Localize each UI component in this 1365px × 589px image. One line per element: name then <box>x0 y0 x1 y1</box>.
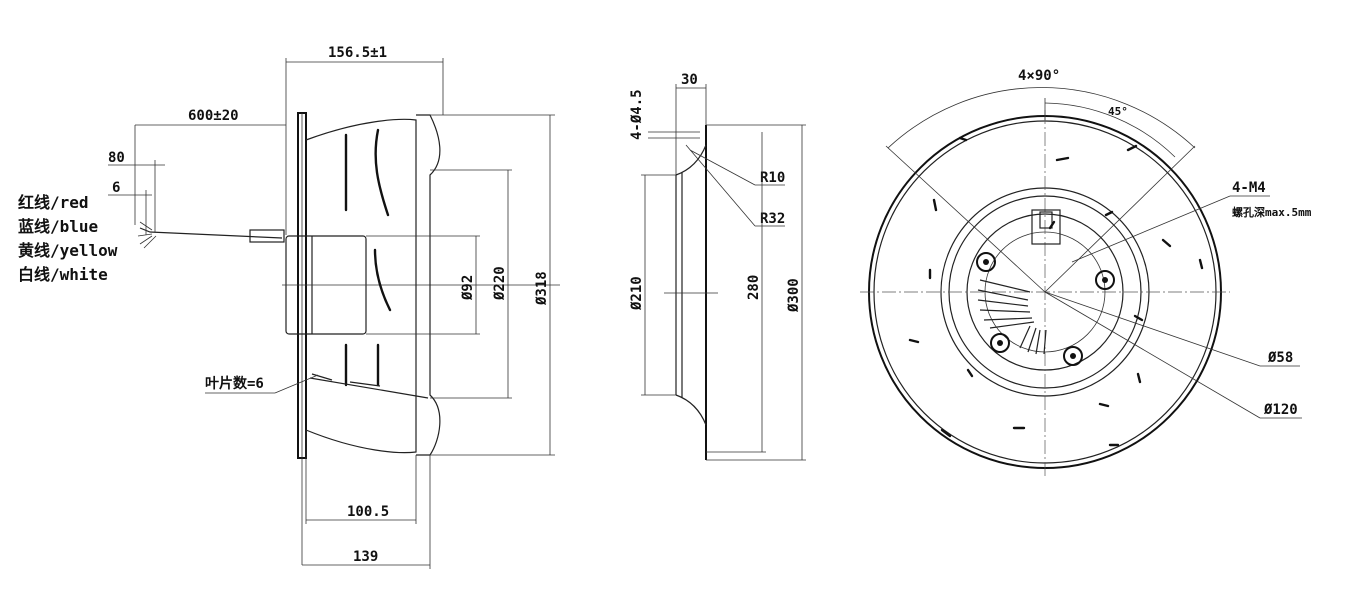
dia-210-label: Ø210 <box>629 276 645 311</box>
mounting-hole-4-center <box>1070 353 1076 359</box>
angle-spacing-label: 4×90° <box>1018 68 1060 84</box>
blade-edge <box>309 377 429 399</box>
blade-slot-17 <box>1048 220 1056 230</box>
blade-count-leader <box>274 374 319 394</box>
strip-6-label: 6 <box>112 180 120 196</box>
ring-view: 30 4-Ø4.5 R10 R32 Ø210 280 Ø300 <box>629 72 806 461</box>
angle-arc-90 <box>887 87 1196 149</box>
connector-box <box>1031 209 1061 245</box>
wire-label-red: 红线/red <box>18 193 89 212</box>
angle-arc-45 <box>1044 102 1176 158</box>
length-139-label: 139 <box>353 549 378 565</box>
mounting-hole-2-center <box>1102 277 1108 283</box>
cable-length-label: 600±20 <box>188 108 239 124</box>
dia-92-label: Ø92 <box>460 275 476 301</box>
thread-label: 4-M4 <box>1232 180 1266 196</box>
blade-slots <box>908 136 1204 447</box>
side-view: 600±20 80 6 156.5±1 叶片数=6 <box>108 45 560 569</box>
wire-legend: 红线/red 蓝线/blue 黄线/yellow 白线/white <box>18 193 118 284</box>
mounting-holes <box>976 252 1115 366</box>
blade-slot-13 <box>966 368 974 378</box>
angle-offset-label: 45° <box>1108 105 1128 118</box>
motor-diameter-label: Ø58 <box>1267 350 1293 366</box>
ring-profile-bottom <box>675 394 707 426</box>
thread-depth-label: 螺孔深max.5mm <box>1232 205 1312 219</box>
dia-318-label: Ø318 <box>534 271 550 306</box>
width-100-label: 100.5 <box>347 504 389 520</box>
blade-slot-1 <box>958 136 968 142</box>
connector-plug <box>1039 211 1053 229</box>
mounting-hole-3-center <box>997 340 1003 346</box>
mounting-hole-3 <box>990 333 1010 353</box>
r10-leader <box>689 149 756 186</box>
blade-slot-8 <box>1136 372 1142 384</box>
cable-gland <box>249 229 285 243</box>
blade-slot-2 <box>1055 156 1070 162</box>
cable <box>139 227 283 239</box>
mounting-hole-1-center <box>983 259 989 265</box>
blade-slot-12 <box>940 428 952 438</box>
r32-label: R32 <box>760 211 785 227</box>
cable-wire-ends <box>137 221 157 249</box>
dia-300-label: Ø300 <box>786 278 802 313</box>
wire-label-yellow: 黄线/yellow <box>18 241 118 260</box>
ring-holes-label: 4-Ø4.5 <box>629 89 645 140</box>
impeller-shroud <box>305 118 417 454</box>
wire-label-white: 白线/white <box>18 265 108 284</box>
hub-diameter-label: Ø120 <box>1263 402 1298 418</box>
blade-slot-4 <box>1104 210 1114 217</box>
motor-diameter-leader <box>1044 291 1261 367</box>
mounting-hole-4 <box>1063 346 1083 366</box>
blade-slot-6 <box>1198 258 1204 270</box>
mounting-hole-2 <box>1095 270 1115 290</box>
wire-label-blue: 蓝线/blue <box>18 217 98 236</box>
strip-80-label: 80 <box>108 150 125 166</box>
blade-2 <box>374 128 390 217</box>
motor-fins-left <box>977 279 1035 329</box>
blade-slot-3 <box>1126 144 1138 152</box>
r10-label: R10 <box>760 170 785 186</box>
blade-slot-9 <box>1098 402 1110 408</box>
front-view: 4×90° 45° <box>860 68 1312 478</box>
impeller-inlet-ring <box>416 114 441 456</box>
blade-count-label: 叶片数=6 <box>205 375 264 392</box>
blade-slot-14 <box>908 338 920 344</box>
angle-arc-90-ray-left <box>885 145 1046 293</box>
dia-220-label: Ø220 <box>492 266 508 301</box>
blade-rib <box>311 373 381 387</box>
angle-arc-90-ray-right <box>1044 145 1196 293</box>
ring-profile-top <box>675 144 707 176</box>
thread-leader <box>1071 195 1231 263</box>
blade-slot-16 <box>932 198 938 212</box>
ring-depth-label: 30 <box>681 72 698 88</box>
blade-slot-5 <box>1161 238 1172 248</box>
blade-slot-7 <box>1133 314 1144 322</box>
mounting-hole-1 <box>976 252 996 272</box>
overall-depth-label: 156.5±1 <box>328 45 387 61</box>
r32-leader <box>685 144 756 227</box>
blade-3 <box>373 248 392 312</box>
hub-diameter-leader <box>1044 291 1261 419</box>
hole-circle-label: 280 <box>746 275 762 300</box>
motor-fins-bottom <box>1019 325 1047 355</box>
